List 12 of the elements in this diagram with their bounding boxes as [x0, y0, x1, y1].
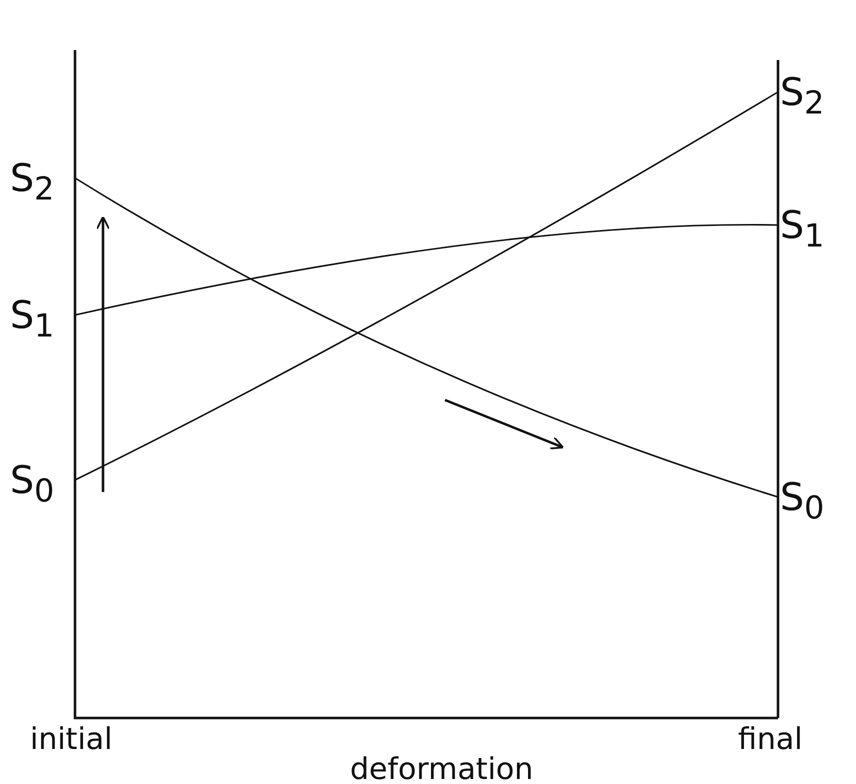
axis-title: deformation: [350, 752, 534, 784]
correlation-line: [74, 91, 778, 481]
state-label: S$_{0}$: [10, 455, 54, 505]
axis-label: initial: [30, 722, 112, 757]
state-label: S$_{1}$: [780, 200, 824, 250]
state-label: S$_{2}$: [10, 153, 54, 203]
state-label: S$_{1}$: [10, 290, 54, 340]
correlation-line: [74, 177, 778, 498]
axis-label: final: [738, 722, 803, 757]
state-label: S$_{0}$: [780, 472, 824, 522]
correlation-line: [74, 224, 778, 316]
state-label: S$_{2}$: [780, 67, 824, 117]
